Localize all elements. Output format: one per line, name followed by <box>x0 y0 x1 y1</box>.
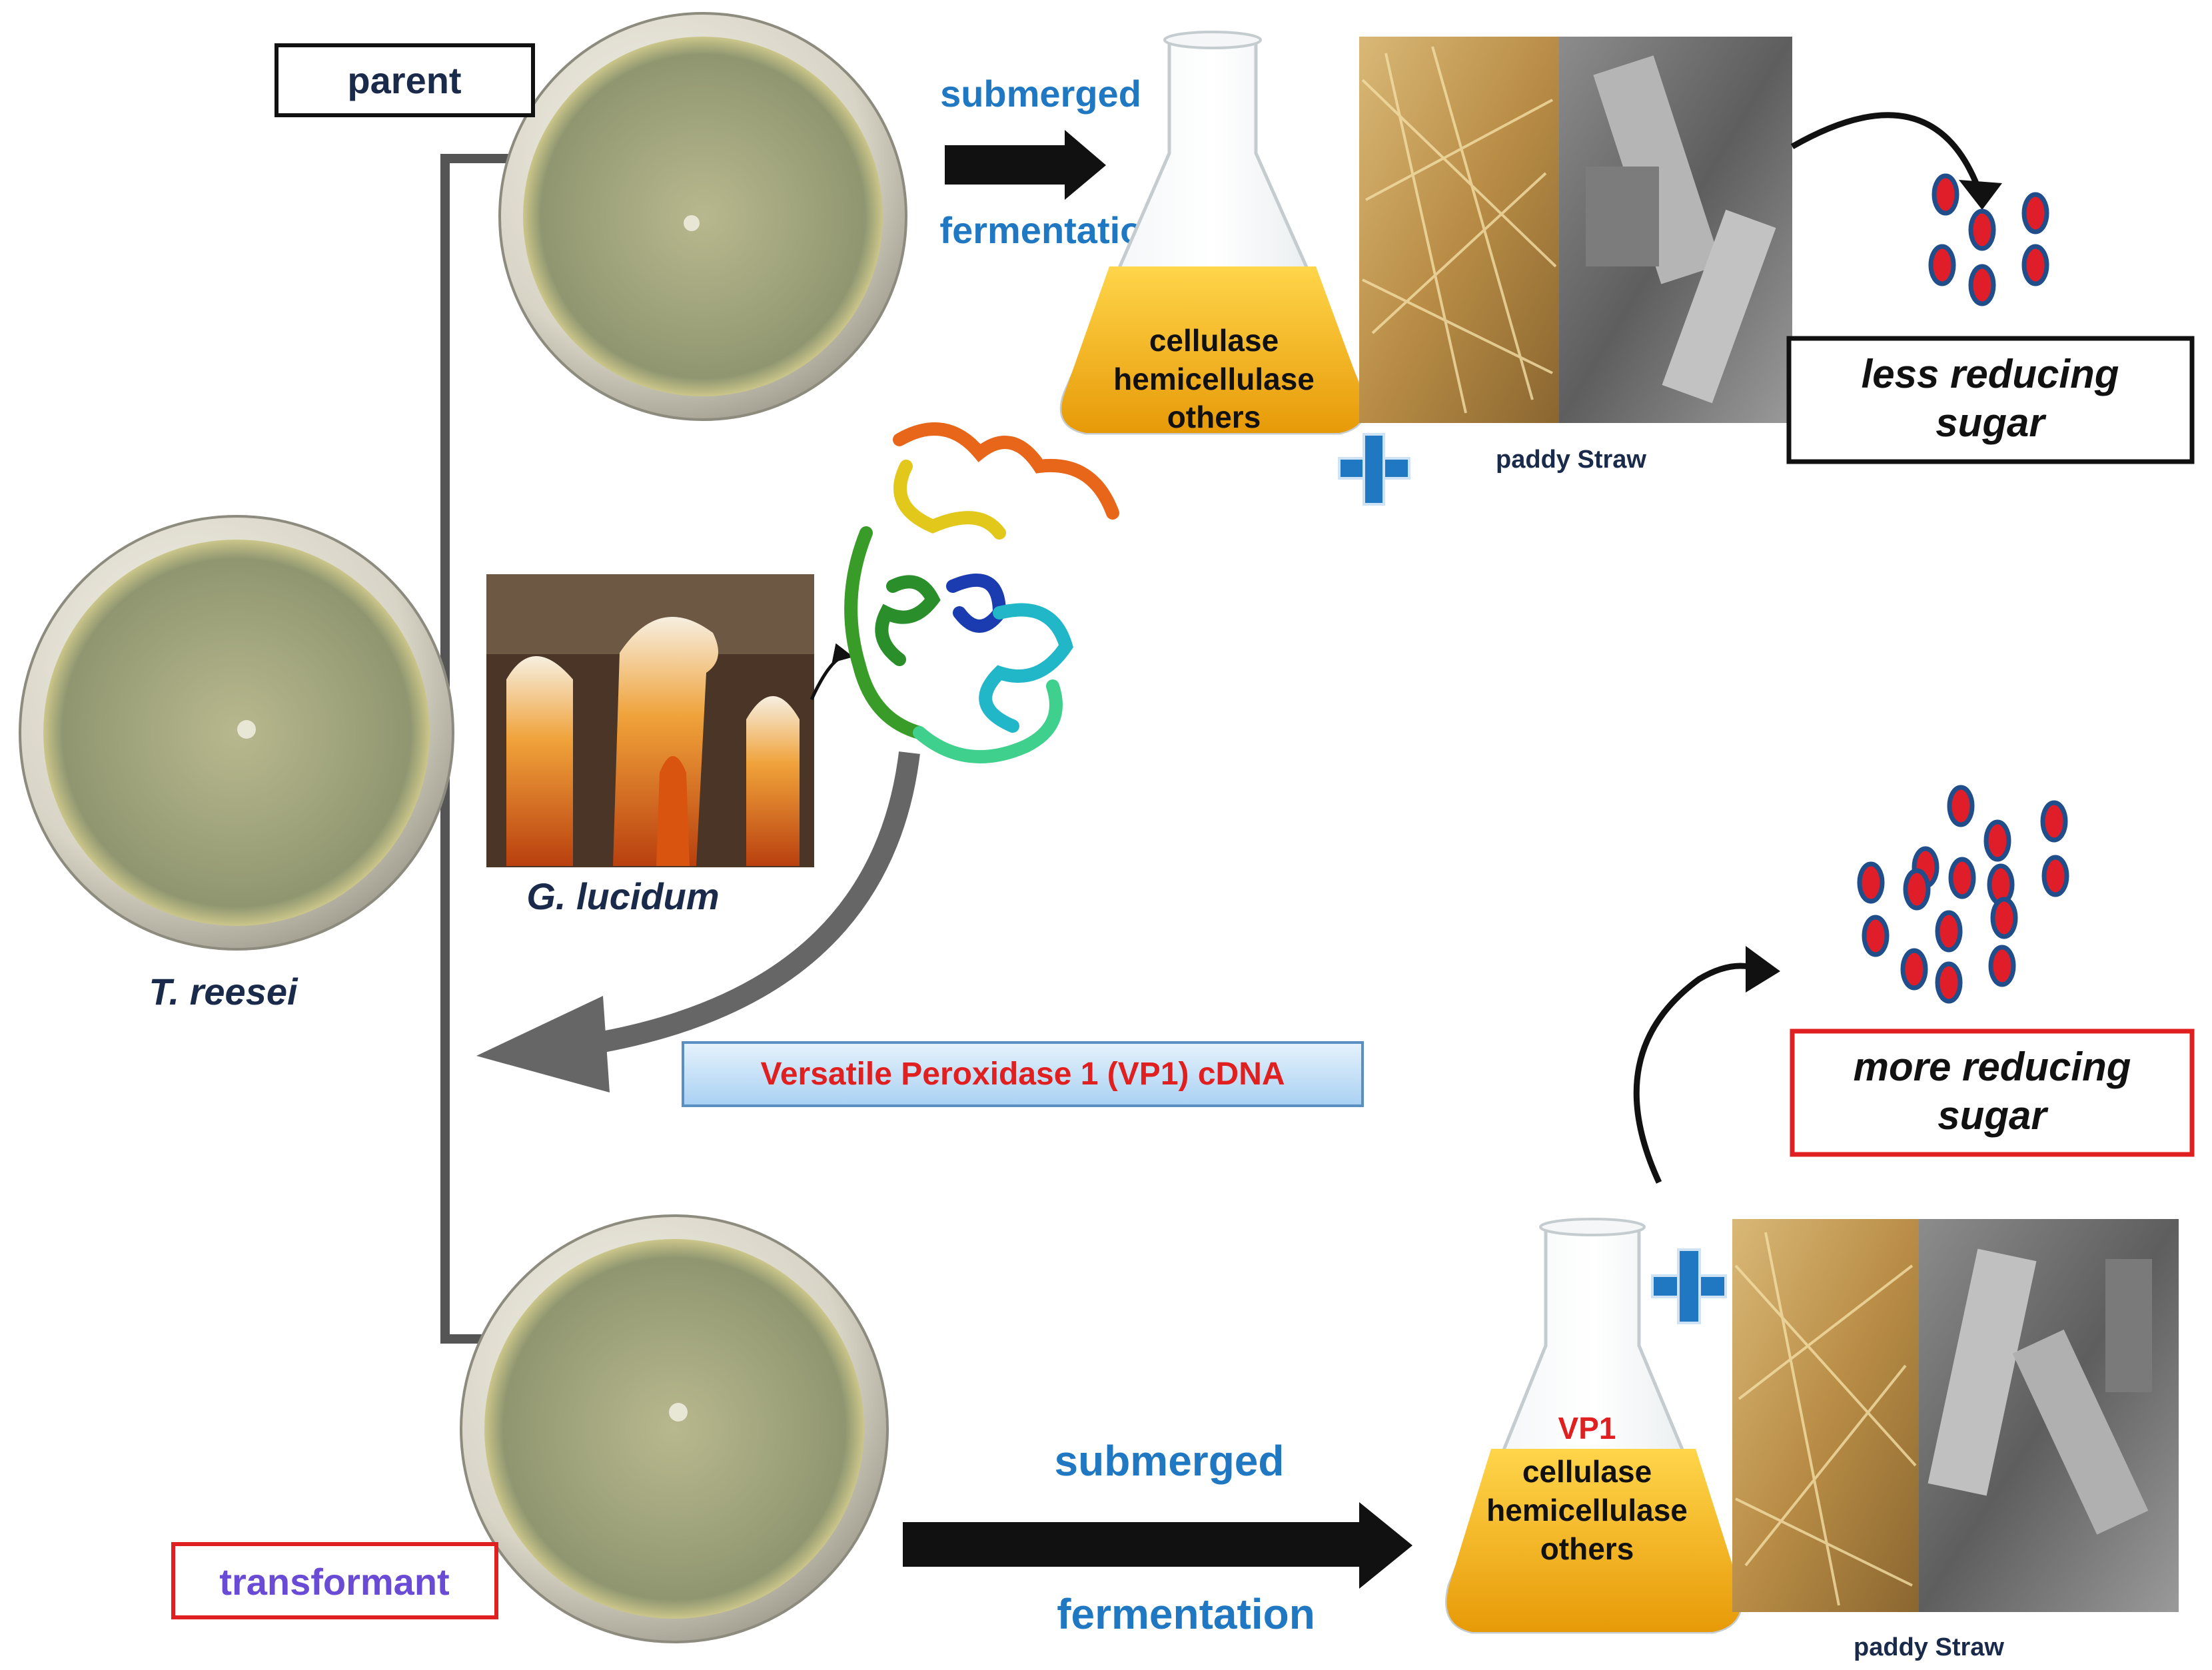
sugar-molecule-icon <box>1928 173 2049 306</box>
parent-box <box>275 43 535 117</box>
petri-dish-icon <box>498 12 907 421</box>
mushroom-photo <box>486 574 814 867</box>
bottom-flask-vp1: VP1 <box>1558 1411 1616 1446</box>
bottom-sem-image <box>1919 1219 2179 1612</box>
bottom-flask-line-1: cellulase <box>1522 1454 1652 1489</box>
bottom-fermentation-arrow <box>903 1502 1412 1589</box>
top-flask-line-2: hemicellulase <box>1113 362 1315 396</box>
parent-label: parent <box>347 59 461 101</box>
transformant-label: transformant <box>219 1561 449 1603</box>
top-curved-arrow <box>1790 112 1982 191</box>
flask-icon <box>1445 1218 1743 1634</box>
top-paddy-straw-image <box>1359 37 1559 423</box>
top-result-line2: sugar <box>1936 400 2047 445</box>
top-process-line1: submerged <box>940 73 1141 115</box>
bottom-flask-line-3: others <box>1540 1531 1634 1566</box>
top-substrate-label: paddy Straw <box>1496 446 1646 474</box>
less-reducing-sugar-box <box>1786 336 2195 464</box>
t-reesei-label: T. reesei <box>149 971 298 1013</box>
protein-structure-icon <box>844 422 1119 763</box>
bottom-paddy-straw-image <box>1732 1219 1919 1612</box>
vp1-cdna-box <box>682 1041 1364 1107</box>
sugar-molecule-icon <box>1857 785 2069 1004</box>
g-lucidum-label: G. lucidum <box>526 875 719 917</box>
top-sem-image <box>1559 37 1792 423</box>
vp1-gene-transfer-arrow <box>476 751 920 1092</box>
vp1-cdna-label: Versatile Peroxidase 1 (VP1) cDNA <box>760 1056 1285 1092</box>
bottom-curved-arrow <box>1633 963 1760 1184</box>
bottom-flask-line-2: hemicellulase <box>1486 1493 1688 1527</box>
bottom-result-line1: more reducing <box>1854 1044 2131 1089</box>
bottom-process-line2: fermentation <box>1057 1590 1315 1638</box>
top-fermentation-arrow <box>945 130 1106 200</box>
transformant-box <box>171 1542 498 1619</box>
bottom-result-line2: sugar <box>1937 1093 2049 1138</box>
bottom-substrate-label: paddy Straw <box>1854 1633 2004 1661</box>
bottom-process-line1: submerged <box>1055 1437 1285 1485</box>
more-reducing-sugar-box <box>1790 1029 2195 1157</box>
mushroom-to-protein-arrow <box>810 643 853 701</box>
top-result-line1: less reducing <box>1862 352 2119 396</box>
top-flask-line-3: others <box>1167 400 1261 434</box>
plus-icon <box>1338 433 1410 506</box>
petri-dish-icon <box>19 515 454 951</box>
plus-icon <box>1651 1248 1727 1324</box>
top-flask-line-1: cellulase <box>1149 323 1279 358</box>
petri-dish-icon <box>460 1214 889 1643</box>
